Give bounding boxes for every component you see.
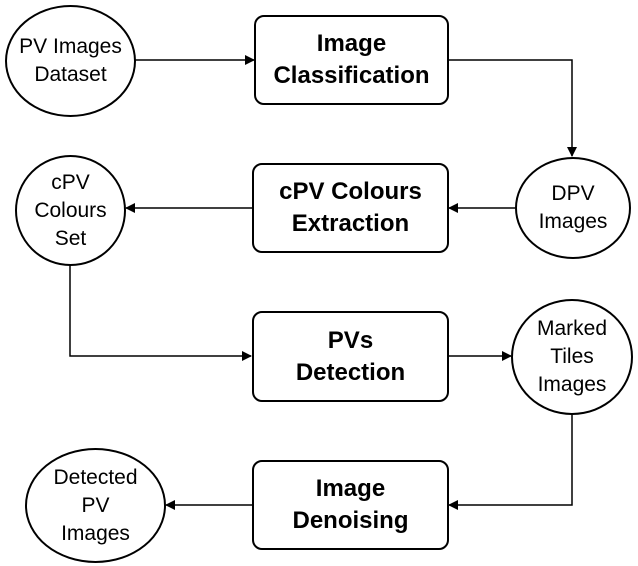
dpv-images-node: DPV Images bbox=[515, 157, 631, 259]
node-label: cPV Colours Extraction bbox=[279, 178, 422, 237]
pvs-detection-node: PVs Detection bbox=[252, 311, 449, 402]
image-denoising-node: Image Denoising bbox=[252, 460, 449, 550]
node-label: Detected PV Images bbox=[53, 465, 138, 545]
arrow-marked-to-denoising bbox=[448, 414, 573, 510]
node-label: PV Images Dataset bbox=[19, 35, 122, 86]
marked-tiles-images-node: Marked Tiles Images bbox=[511, 299, 633, 415]
node-label: cPV Colours Set bbox=[34, 170, 107, 250]
arrow-classification-to-dpv bbox=[448, 59, 577, 157]
node-label: Image Denoising bbox=[292, 475, 409, 534]
node-label: Image Classification bbox=[273, 30, 430, 89]
node-label: PVs Detection bbox=[295, 326, 406, 386]
cpv-colours-set-node: cPV Colours Set bbox=[15, 155, 126, 266]
node-label: Marked Tiles Images bbox=[536, 317, 608, 396]
arrow-colours-set-to-detection bbox=[69, 265, 252, 361]
detected-pv-images-node: Detected PV Images bbox=[25, 448, 166, 563]
pv-images-dataset-node: PV Images Dataset bbox=[5, 5, 136, 117]
node-label: DPV Images bbox=[538, 182, 608, 233]
cpv-colours-extraction-node: cPV Colours Extraction bbox=[252, 163, 449, 253]
image-classification-node: Image Classification bbox=[254, 15, 449, 105]
